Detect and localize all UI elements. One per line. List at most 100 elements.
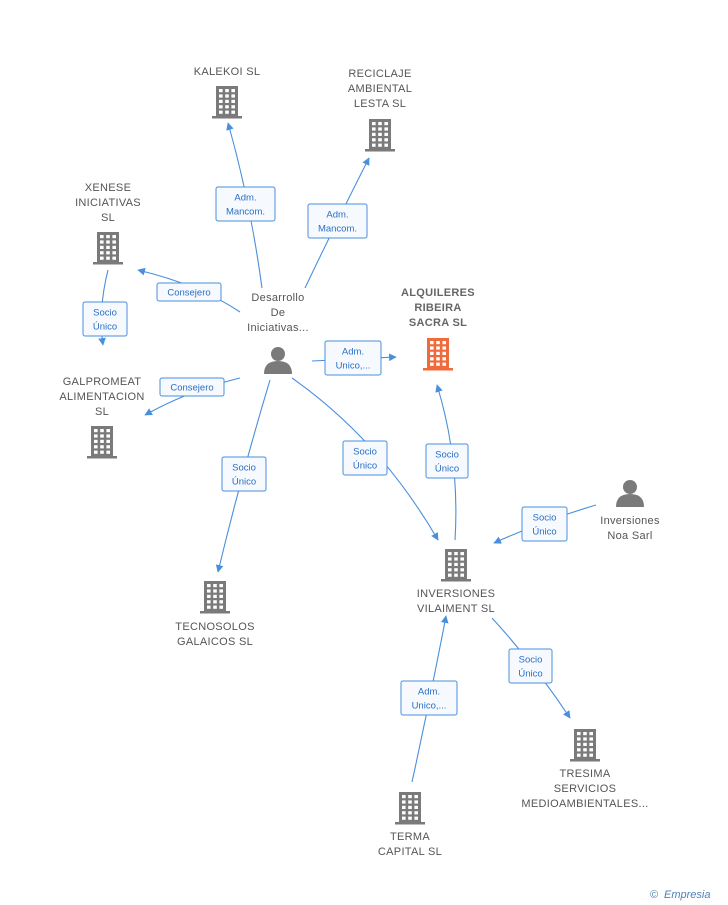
edge-label-text: Mancom. [318, 224, 357, 235]
node-label[interactable]: ALIMENTACION [59, 391, 144, 403]
edge-label-box[interactable] [400, 680, 458, 716]
node-label[interactable]: TRESIMA [560, 768, 611, 780]
node-label[interactable]: De [271, 307, 286, 319]
node-label[interactable]: Inversiones [600, 515, 660, 527]
edge-label-text: Consejero [170, 383, 213, 394]
node-label[interactable]: Noa Sarl [607, 530, 652, 542]
edge-label-box[interactable] [324, 340, 382, 376]
node-label[interactable]: GALPROMEAT [63, 376, 142, 388]
node-label[interactable]: XENESE [85, 182, 131, 194]
edge-label-text: Socio [533, 513, 557, 524]
edge-label-box[interactable] [159, 377, 225, 397]
edge-label-box[interactable] [221, 456, 267, 492]
node-label[interactable]: KALEKOI SL [194, 66, 261, 78]
node-label[interactable]: TECNOSOLOS [175, 621, 254, 633]
edge-label-box[interactable] [521, 506, 568, 542]
node-terma[interactable]: TERMA CAPITAL SL [378, 792, 442, 858]
building-icon[interactable] [570, 729, 600, 762]
edge-label-box[interactable] [508, 648, 553, 684]
nodes-layer: KALEKOI SL RECICLAJE AMBIENTAL LESTA SL XENE… [59, 66, 660, 858]
edge-terma-vilaiment: Adm. Unico,... [400, 615, 458, 783]
edge-label-text: Socio [353, 447, 377, 458]
edge-label-text: Mancom. [226, 207, 265, 218]
node-label[interactable]: GALAICOS SL [177, 636, 253, 648]
edge-label-box[interactable] [425, 443, 469, 479]
node-kalekoi[interactable]: KALEKOI SL [194, 66, 261, 119]
edge-label-text: Único [435, 464, 459, 475]
edge-desarrollo-alquileres: Adm. Unico,... [311, 340, 397, 376]
edge-label-text: Socio [232, 463, 256, 474]
node-label[interactable]: MEDIOAMBIENTALES... [521, 798, 648, 810]
person-icon[interactable] [264, 347, 292, 374]
node-label[interactable]: INICIATIVAS [75, 197, 141, 209]
node-label[interactable]: CAPITAL SL [378, 846, 442, 858]
node-label[interactable]: SERVICIOS [554, 783, 616, 795]
edge-label-text: Adm. [326, 210, 348, 221]
node-desarrollo[interactable]: DesarrolloDeIniciativas... [247, 292, 309, 374]
edge-desarrollo-galpromeat: Consejero [144, 377, 241, 416]
building-icon[interactable] [441, 549, 471, 582]
footer: © Empresia [650, 889, 710, 901]
building-icon[interactable] [87, 426, 117, 459]
edge-label-box[interactable] [82, 301, 128, 337]
node-label[interactable]: LESTA SL [354, 98, 406, 110]
building-icon[interactable] [423, 338, 453, 371]
edge-label-text: Unico,... [336, 361, 371, 372]
node-label[interactable]: INVERSIONES [417, 588, 496, 600]
building-icon[interactable] [200, 581, 230, 614]
node-label[interactable]: SACRA SL [409, 317, 467, 329]
edge-desarrollo-kalekoi: Adm. Mancom. [215, 122, 276, 289]
node-label[interactable]: RIBEIRA [414, 302, 461, 314]
node-label[interactable]: Iniciativas... [247, 322, 309, 334]
edge-label-text: Adm. [418, 687, 440, 698]
building-icon[interactable] [212, 86, 242, 119]
node-inversiones-vilaiment[interactable]: INVERSIONES VILAIMENT SL [417, 549, 496, 615]
edge-label-text: Socio [519, 655, 543, 666]
edge-label-text: Unico,... [412, 701, 447, 712]
node-reciclaje[interactable]: RECICLAJE AMBIENTAL LESTA SL [348, 68, 412, 152]
node-label[interactable]: VILAIMENT SL [417, 603, 495, 615]
edge-label-text: Adm. [234, 193, 256, 204]
node-label[interactable]: RECICLAJE [348, 68, 411, 80]
edge-label-text: Consejero [167, 288, 210, 299]
node-label[interactable]: SL [95, 406, 109, 418]
node-tresima[interactable]: TRESIMA SERVICIOS MEDIOAMBIENTALES... [521, 729, 648, 810]
edge-label-text: Único [518, 669, 542, 680]
brand-logo-text[interactable]: Empresia [664, 889, 710, 901]
edge-label-text: Único [532, 527, 556, 538]
building-icon[interactable] [395, 792, 425, 825]
edge-label-box[interactable] [342, 440, 388, 476]
edge-desarrollo-xenese: Consejero [137, 267, 241, 313]
building-icon[interactable] [365, 119, 395, 152]
edge-label-text: Socio [93, 308, 117, 319]
edge-label-box[interactable] [307, 203, 368, 239]
node-label[interactable]: ALQUILERES [401, 287, 475, 299]
edge-desarrollo-reciclaje: Adm. Mancom. [304, 157, 370, 289]
person-icon[interactable] [616, 480, 644, 507]
edge-label-text: Adm. [342, 347, 364, 358]
edge-label-text: Único [93, 322, 117, 333]
edge-label-text: Único [353, 461, 377, 472]
edge-label-text: Socio [435, 450, 459, 461]
node-alquileres[interactable]: ALQUILERES RIBEIRA SACRA SL [401, 287, 475, 371]
node-label[interactable]: TERMA [390, 831, 430, 843]
edge-label-box[interactable] [215, 186, 276, 222]
edge-label-box[interactable] [156, 282, 222, 302]
edge-label-text: Único [232, 477, 256, 488]
node-label[interactable]: SL [101, 212, 115, 224]
node-xenese[interactable]: XENESE INICIATIVAS SL [75, 182, 141, 265]
building-icon[interactable] [93, 232, 123, 265]
edges-layer: Adm.Mancom.Adm.Mancom.ConsejeroSocioÚnic… [82, 122, 597, 783]
node-label[interactable]: Desarrollo [251, 292, 304, 304]
node-tecnosolos[interactable]: TECNOSOLOS GALAICOS SL [175, 581, 254, 648]
node-label[interactable]: AMBIENTAL [348, 83, 412, 95]
node-galpromeat[interactable]: GALPROMEAT ALIMENTACION SL [59, 376, 144, 459]
